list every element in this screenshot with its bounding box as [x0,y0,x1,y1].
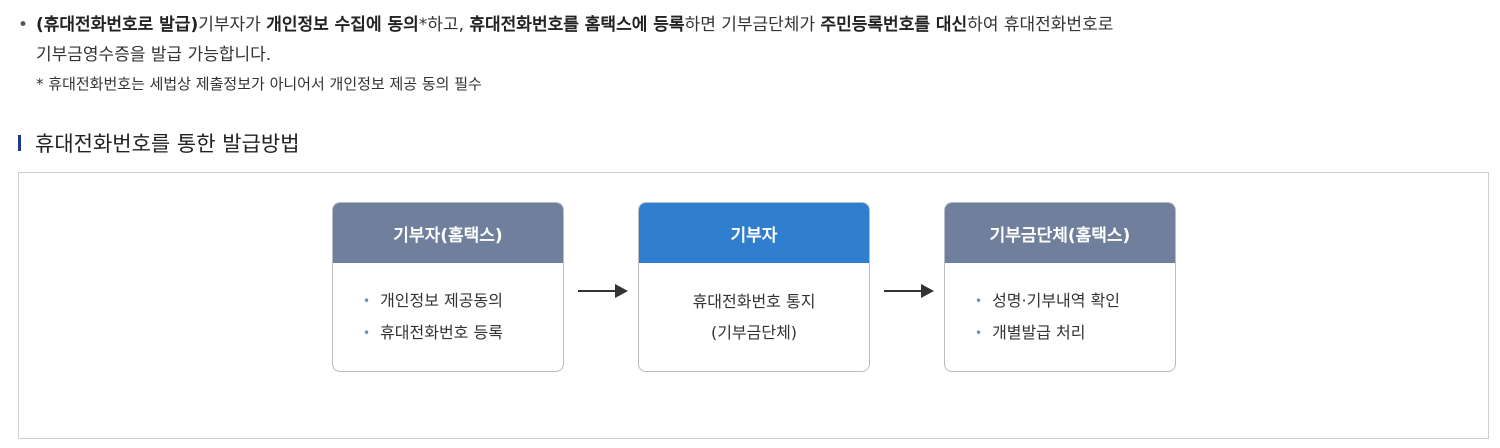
right-arrow-icon [578,283,628,299]
step-body: •성명·기부내역 확인 •개별발급 처리 [945,263,1175,371]
section-heading: 휴대전화번호를 통한 발급방법 [18,128,300,158]
step-header: 기부금단체(홈택스) [945,203,1175,263]
section-title: 휴대전화번호를 통한 발급방법 [35,132,300,156]
notice-segment: *하고, [418,15,470,35]
heading-bar-icon [18,135,21,151]
step-header: 기부자(홈택스) [333,203,563,263]
step-text: 휴대전화번호 통지 [692,292,816,311]
step-header: 기부자 [639,203,869,263]
notice-segment: 개인정보 수집에 동의 [266,15,419,35]
step-text: (기부금단체) [710,323,798,342]
step-item: •휴대전화번호 등록 [363,323,503,342]
notice-text: (휴대전화번호로 발급)기부자가 개인정보 수집에 동의*하고, 휴대전화번호를… [36,15,1113,35]
step-body: •개인정보 제공동의 •휴대전화번호 등록 [333,263,563,371]
notice-segment: (휴대전화번호로 발급) [36,15,199,35]
bullet-dot-icon: • [975,294,983,308]
notice-segment: 기부자가 [198,15,267,35]
notice-segment: 휴대전화번호를 홈택스에 등록 [469,15,685,35]
bullet-dot-icon: • [363,294,371,308]
flow-step-donor-hometax: 기부자(홈택스) •개인정보 제공동의 •휴대전화번호 등록 [332,202,564,372]
bullet-dot-icon: • [363,326,371,340]
bullet-icon: • [18,15,29,35]
flow-step-donor: 기부자 휴대전화번호 통지 (기부금단체) [638,202,870,372]
notice-line-2: 기부금영수증을 발급 가능합니다. [18,40,1488,70]
notice-segment: 주민등록번호를 대신 [820,15,968,35]
notice-segment: 하여 휴대전화번호로 [967,15,1114,35]
notice-line-1: • (휴대전화번호로 발급)기부자가 개인정보 수집에 동의*하고, 휴대전화번… [18,10,1488,40]
notice-segment: 하면 기부금단체가 [684,15,821,35]
footnote: * 휴대전화번호는 세법상 제출정보가 아니어서 개인정보 제공 동의 필수 [36,75,482,93]
step-item: •개별발급 처리 [975,323,1086,342]
notice-text-line2: 기부금영수증을 발급 가능합니다. [36,45,272,65]
step-body: 휴대전화번호 통지 (기부금단체) [639,263,869,371]
step-item: •성명·기부내역 확인 [975,291,1121,310]
notice-block: • (휴대전화번호로 발급)기부자가 개인정보 수집에 동의*하고, 휴대전화번… [18,10,1488,98]
step-item: •개인정보 제공동의 [363,291,503,310]
bullet-dot-icon: • [975,326,983,340]
right-arrow-icon [884,283,934,299]
flow-step-organization-hometax: 기부금단체(홈택스) •성명·기부내역 확인 •개별발급 처리 [944,202,1176,372]
